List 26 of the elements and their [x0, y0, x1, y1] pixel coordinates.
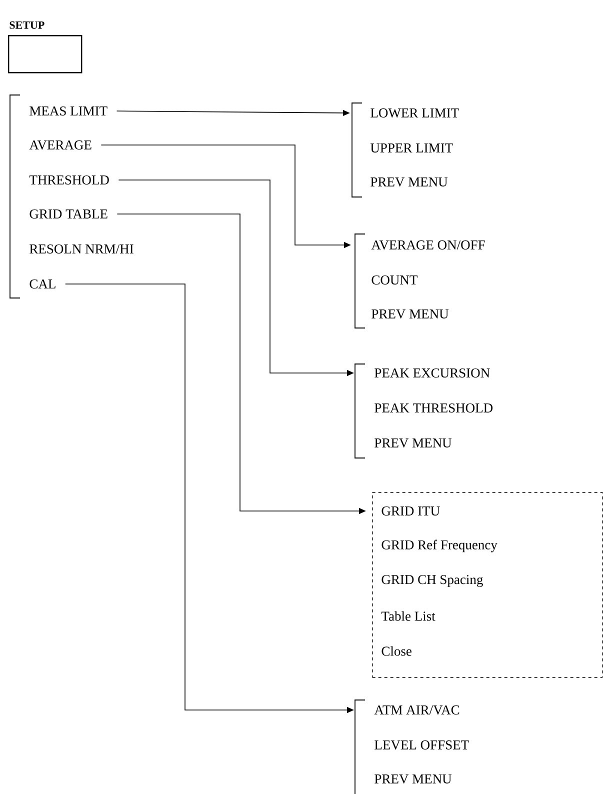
menu-item: AVERAGE — [29, 140, 92, 150]
menu-item: COUNT — [372, 275, 418, 285]
menu-item: Close — [382, 646, 412, 656]
menu-item: UPPER LIMIT — [370, 144, 453, 152]
menu-item: PREV MENU — [372, 309, 449, 319]
menu-item: GRID CH Spacing — [382, 575, 483, 587]
menu-item: LEVEL OFFSET — [374, 740, 469, 750]
node-label: SETUP — [10, 21, 44, 29]
menu-item: LOWER LIMIT — [370, 108, 459, 118]
menu-item: THRESHOLD — [29, 175, 109, 185]
menu-item: PREV MENU — [374, 438, 452, 448]
menu-item: AVERAGE ON/OFF — [371, 240, 485, 250]
setup-key: SETUP — [8, 21, 82, 74]
menu-item: RESOLN NRM/HI — [30, 244, 134, 254]
menu-item: PREV MENU — [374, 774, 452, 784]
menu-item: GRID ITU — [382, 506, 440, 516]
dashed-menu-box — [372, 492, 603, 678]
menu-item: Table List — [381, 611, 436, 621]
menu-item: ATM AIR/VAC — [374, 705, 460, 715]
menu-item: PREV MENU — [370, 177, 448, 187]
menu-item: PEAK EXCURSION — [374, 368, 490, 378]
menu-item: MEAS LIMIT — [30, 106, 108, 116]
menu-item: GRID Ref Frequency — [382, 540, 498, 552]
menu-item: GRID TABLE — [30, 209, 108, 219]
menu-item: PEAK THRESHOLD — [374, 403, 493, 413]
menu-item: CAL — [30, 279, 56, 289]
